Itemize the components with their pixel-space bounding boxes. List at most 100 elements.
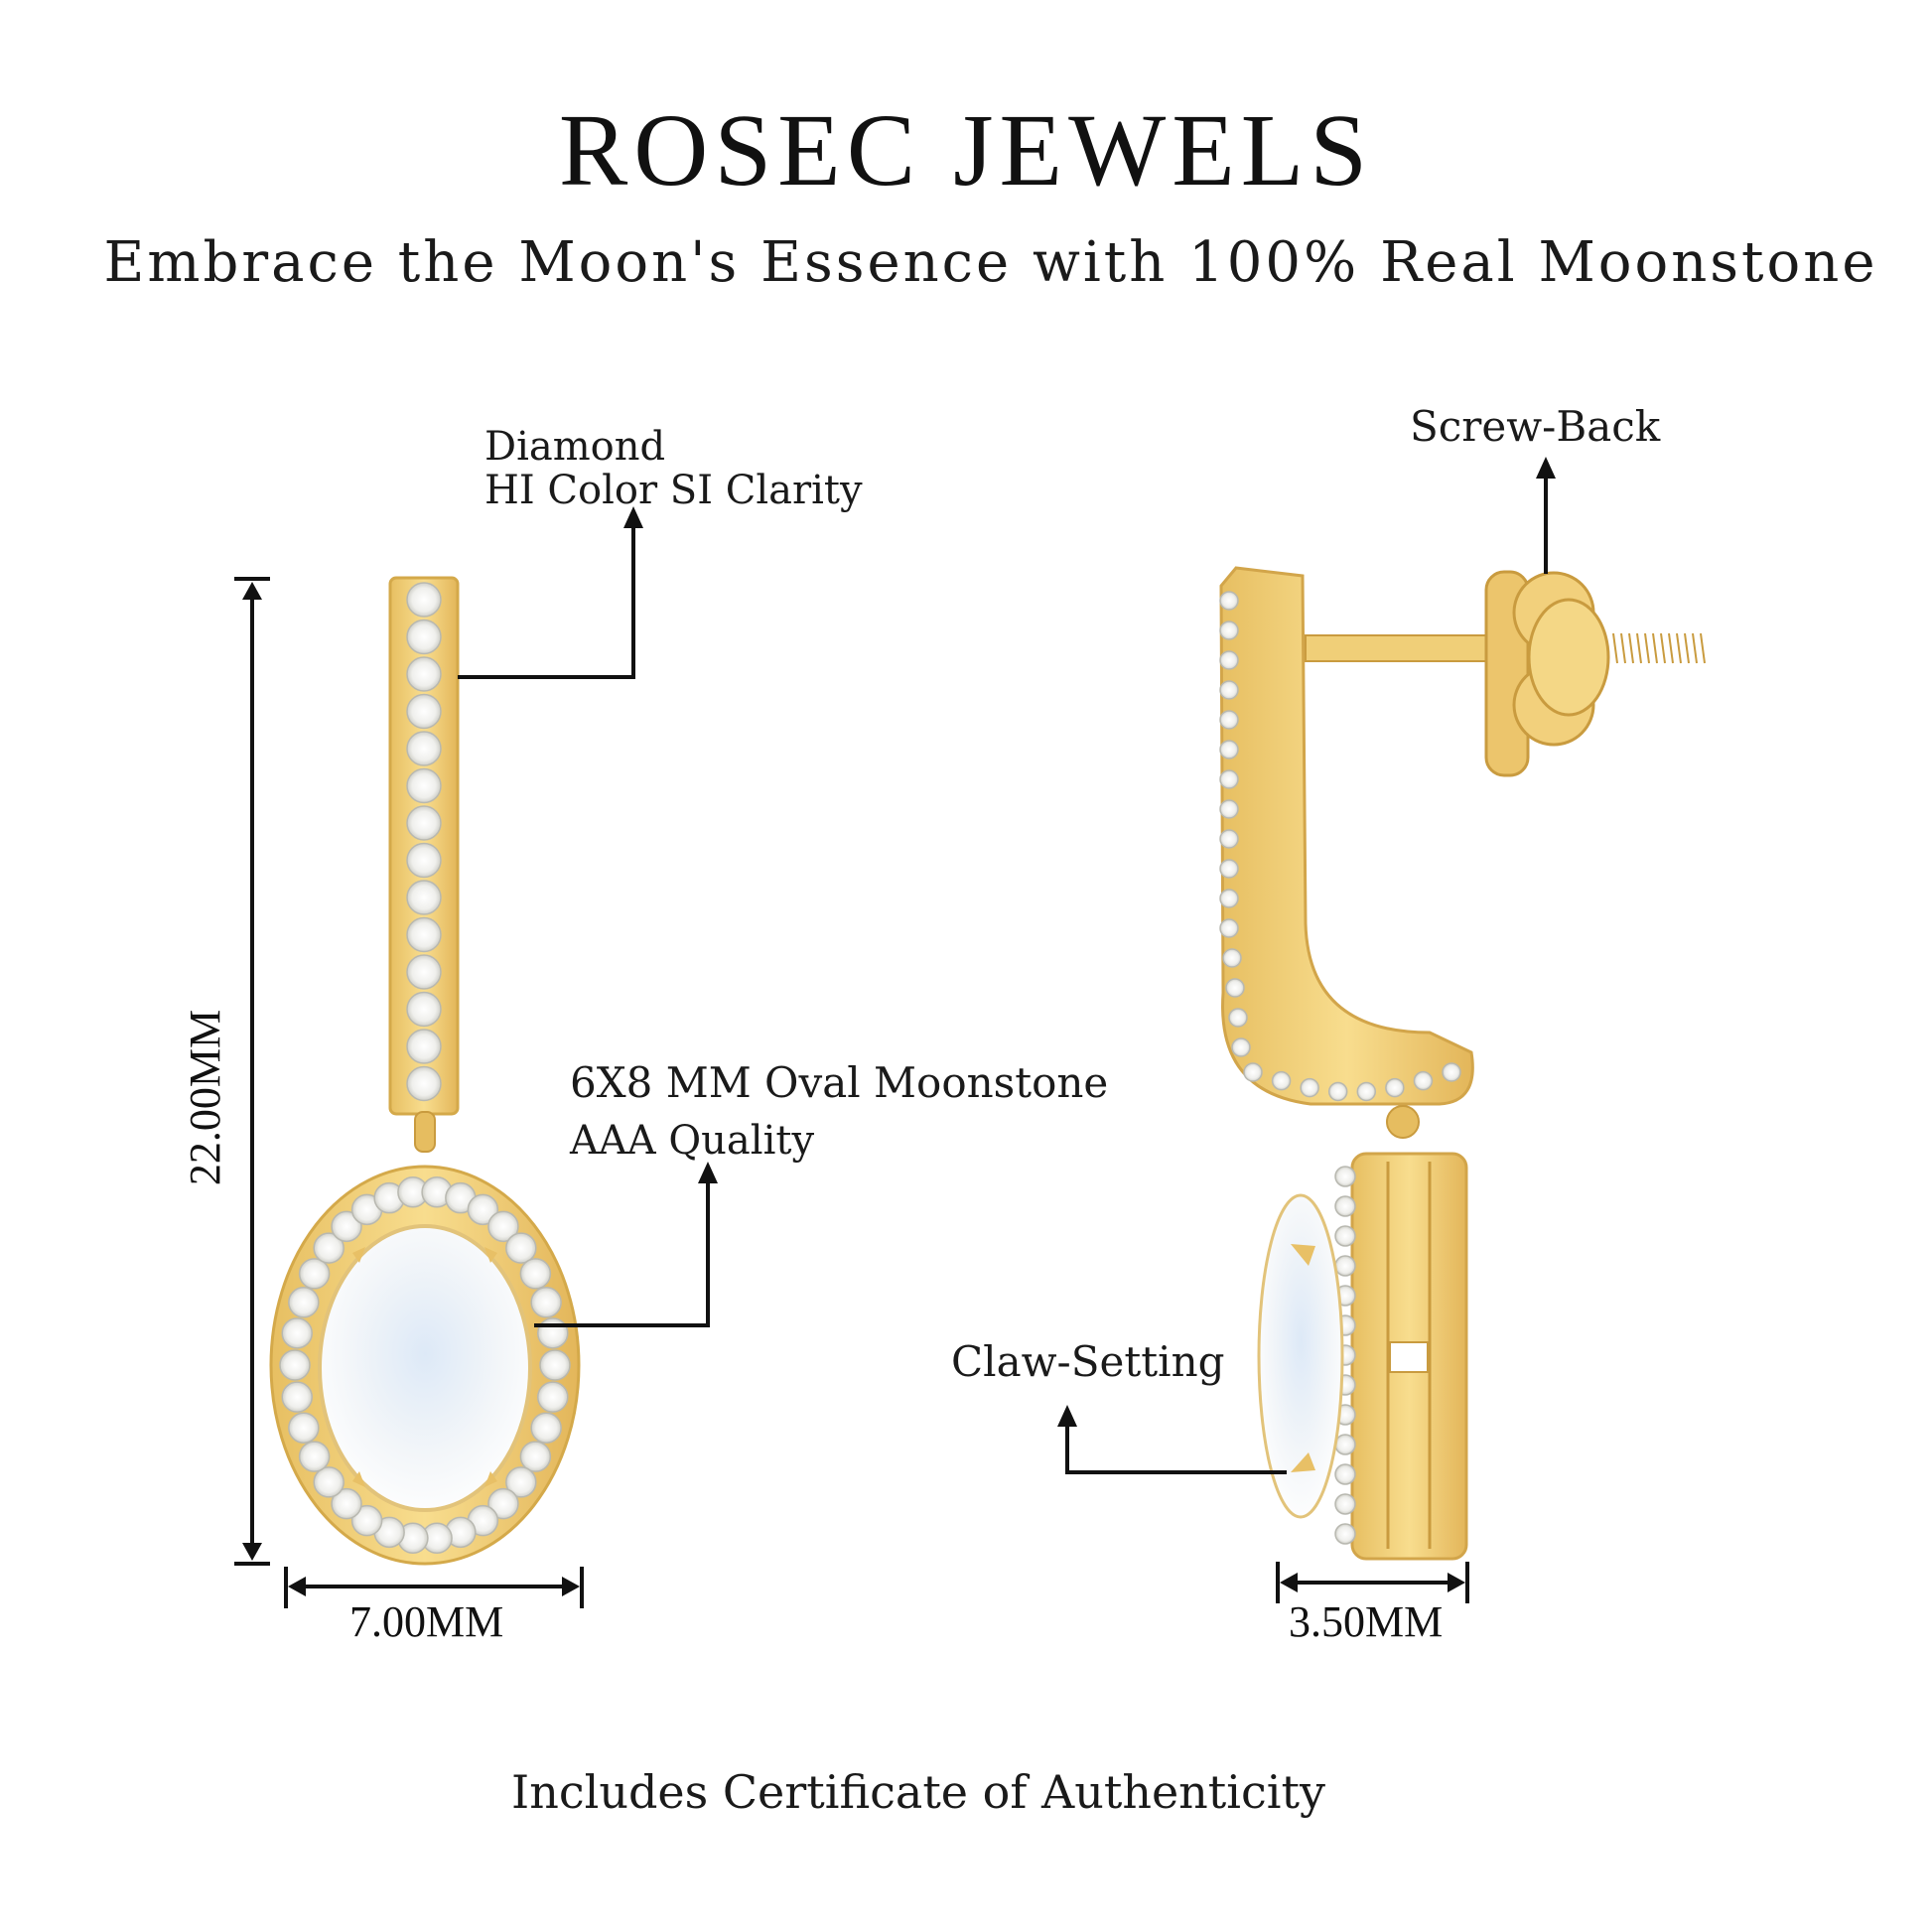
- height-dimension-line: [234, 577, 270, 1566]
- side-diamond-stone: [1219, 710, 1239, 730]
- halo-diamond-stone: [331, 1210, 362, 1243]
- side-diamond-stone: [1231, 1037, 1251, 1057]
- side-moonstone: [1257, 1193, 1344, 1519]
- prong: [484, 1247, 497, 1263]
- thread-line: [1684, 632, 1690, 664]
- halo-diamond-stone: [298, 1258, 331, 1290]
- prong: [484, 1471, 497, 1487]
- bail: [414, 1111, 436, 1153]
- halo-diamond-stone: [350, 1504, 383, 1537]
- halo-diamond-stone: [288, 1287, 320, 1318]
- diamond-leader: [458, 526, 635, 679]
- halo-diamond-stone: [530, 1287, 562, 1318]
- side-diamond-stone: [1222, 948, 1242, 968]
- thread-line: [1700, 632, 1706, 664]
- side-diamond-stone: [1219, 829, 1239, 849]
- halo-diamond-stone: [537, 1317, 569, 1349]
- side-diamond-stone: [1413, 1070, 1434, 1091]
- thread-line: [1668, 632, 1674, 664]
- prong: [352, 1247, 365, 1263]
- claw-arrow-head: [1057, 1405, 1077, 1427]
- side-halo-stone: [1334, 1166, 1356, 1187]
- moonstone-label-line2: AAA Quality: [570, 1118, 815, 1164]
- side-diamond-stone: [1219, 918, 1239, 938]
- width-dimension-label: 7.00MM: [349, 1597, 504, 1646]
- side-halo-stone: [1334, 1225, 1356, 1247]
- side-halo-stone: [1334, 1523, 1356, 1545]
- halo-diamond-stone: [539, 1349, 571, 1381]
- side-diamond-stone: [1219, 650, 1239, 670]
- side-diamond-stone: [1219, 740, 1239, 759]
- side-diamond-stone: [1228, 1008, 1248, 1028]
- diamond-stone: [406, 880, 442, 915]
- side-earring: [1219, 566, 1706, 1561]
- diamond-label: Diamond HI Color SI Clarity: [484, 425, 863, 512]
- side-diamond-stone: [1219, 859, 1239, 879]
- diamond-stone: [406, 842, 442, 879]
- thread-line: [1636, 632, 1642, 664]
- halo-diamond-stone: [519, 1258, 552, 1290]
- halo-diamonds: [279, 1175, 571, 1555]
- moonstone: [318, 1224, 532, 1512]
- diamond-stone: [406, 656, 442, 692]
- side-halo-stone: [1334, 1255, 1356, 1277]
- side-halo-stone: [1334, 1434, 1356, 1455]
- thread-line: [1644, 632, 1650, 664]
- halo-diamond-stone: [467, 1193, 499, 1226]
- depth-dimension-line: [1276, 1562, 1469, 1603]
- certificate-note: Includes Certificate of Authenticity: [511, 1765, 1325, 1819]
- moonstone-leader: [534, 1181, 710, 1327]
- side-diamond-stone: [1219, 769, 1239, 789]
- halo-diamond-stone: [298, 1441, 331, 1472]
- prong: [352, 1471, 365, 1487]
- side-diamond-stone: [1219, 889, 1239, 908]
- halo-diamond-stone: [313, 1232, 345, 1264]
- diamond-stone: [406, 582, 442, 618]
- diamond-arrow-head: [623, 506, 643, 528]
- diamond-stone: [406, 693, 442, 730]
- halo-diamond-stone: [279, 1349, 311, 1381]
- moonstone-arrow-head: [698, 1162, 718, 1183]
- side-diamond-stone: [1271, 1070, 1292, 1091]
- halo-diamond-stone: [537, 1381, 569, 1413]
- side-diamond-stone: [1219, 621, 1239, 640]
- thread-line: [1652, 632, 1658, 664]
- side-diamond-stone: [1356, 1081, 1377, 1102]
- diamond-stone: [406, 805, 442, 841]
- moonstone-label-line1: 6X8 MM Oval Moonstone: [570, 1058, 1109, 1107]
- diamond-stone: [406, 991, 442, 1028]
- diamond-label-line1: Diamond: [484, 424, 666, 470]
- thread-line: [1612, 632, 1618, 664]
- side-diamond-stone: [1219, 799, 1239, 819]
- thread-line: [1620, 632, 1626, 664]
- screw-back-arrow-head: [1536, 457, 1556, 479]
- diamond-stone: [406, 731, 442, 766]
- side-halo-stone: [1334, 1195, 1356, 1217]
- diamond-stone: [406, 767, 442, 804]
- diamond-stone: [406, 954, 442, 990]
- diamond-label-line2: HI Color SI Clarity: [484, 468, 863, 513]
- width-dimension-line: [284, 1567, 584, 1608]
- thread-line: [1676, 632, 1682, 664]
- diamond-stone: [406, 1065, 442, 1102]
- side-diamond-stone: [1327, 1081, 1348, 1102]
- height-dimension-label: 22.00MM: [181, 1009, 230, 1186]
- thread-line: [1692, 632, 1698, 664]
- diamond-stone: [406, 619, 442, 655]
- halo-diamond-stone: [530, 1412, 562, 1444]
- side-diamond-stone: [1219, 591, 1239, 611]
- tagline: Embrace the Moon's Essence with 100% Rea…: [103, 230, 1878, 295]
- front-callouts: [458, 526, 710, 1327]
- claw-setting-leader: [1065, 1425, 1287, 1474]
- halo-diamond-stone: [331, 1487, 362, 1520]
- halo-diamond-stone: [313, 1466, 345, 1498]
- side-diamond-stone: [1442, 1062, 1461, 1082]
- claw-setting-label: Claw-Setting: [951, 1337, 1225, 1386]
- side-diamond-stone: [1300, 1077, 1319, 1098]
- halo-diamond-stone: [487, 1210, 519, 1243]
- side-diamond-stone: [1385, 1077, 1405, 1098]
- front-earring: [269, 576, 581, 1566]
- depth-dimension-label: 3.50MM: [1289, 1597, 1444, 1646]
- side-halo-stone: [1334, 1463, 1356, 1485]
